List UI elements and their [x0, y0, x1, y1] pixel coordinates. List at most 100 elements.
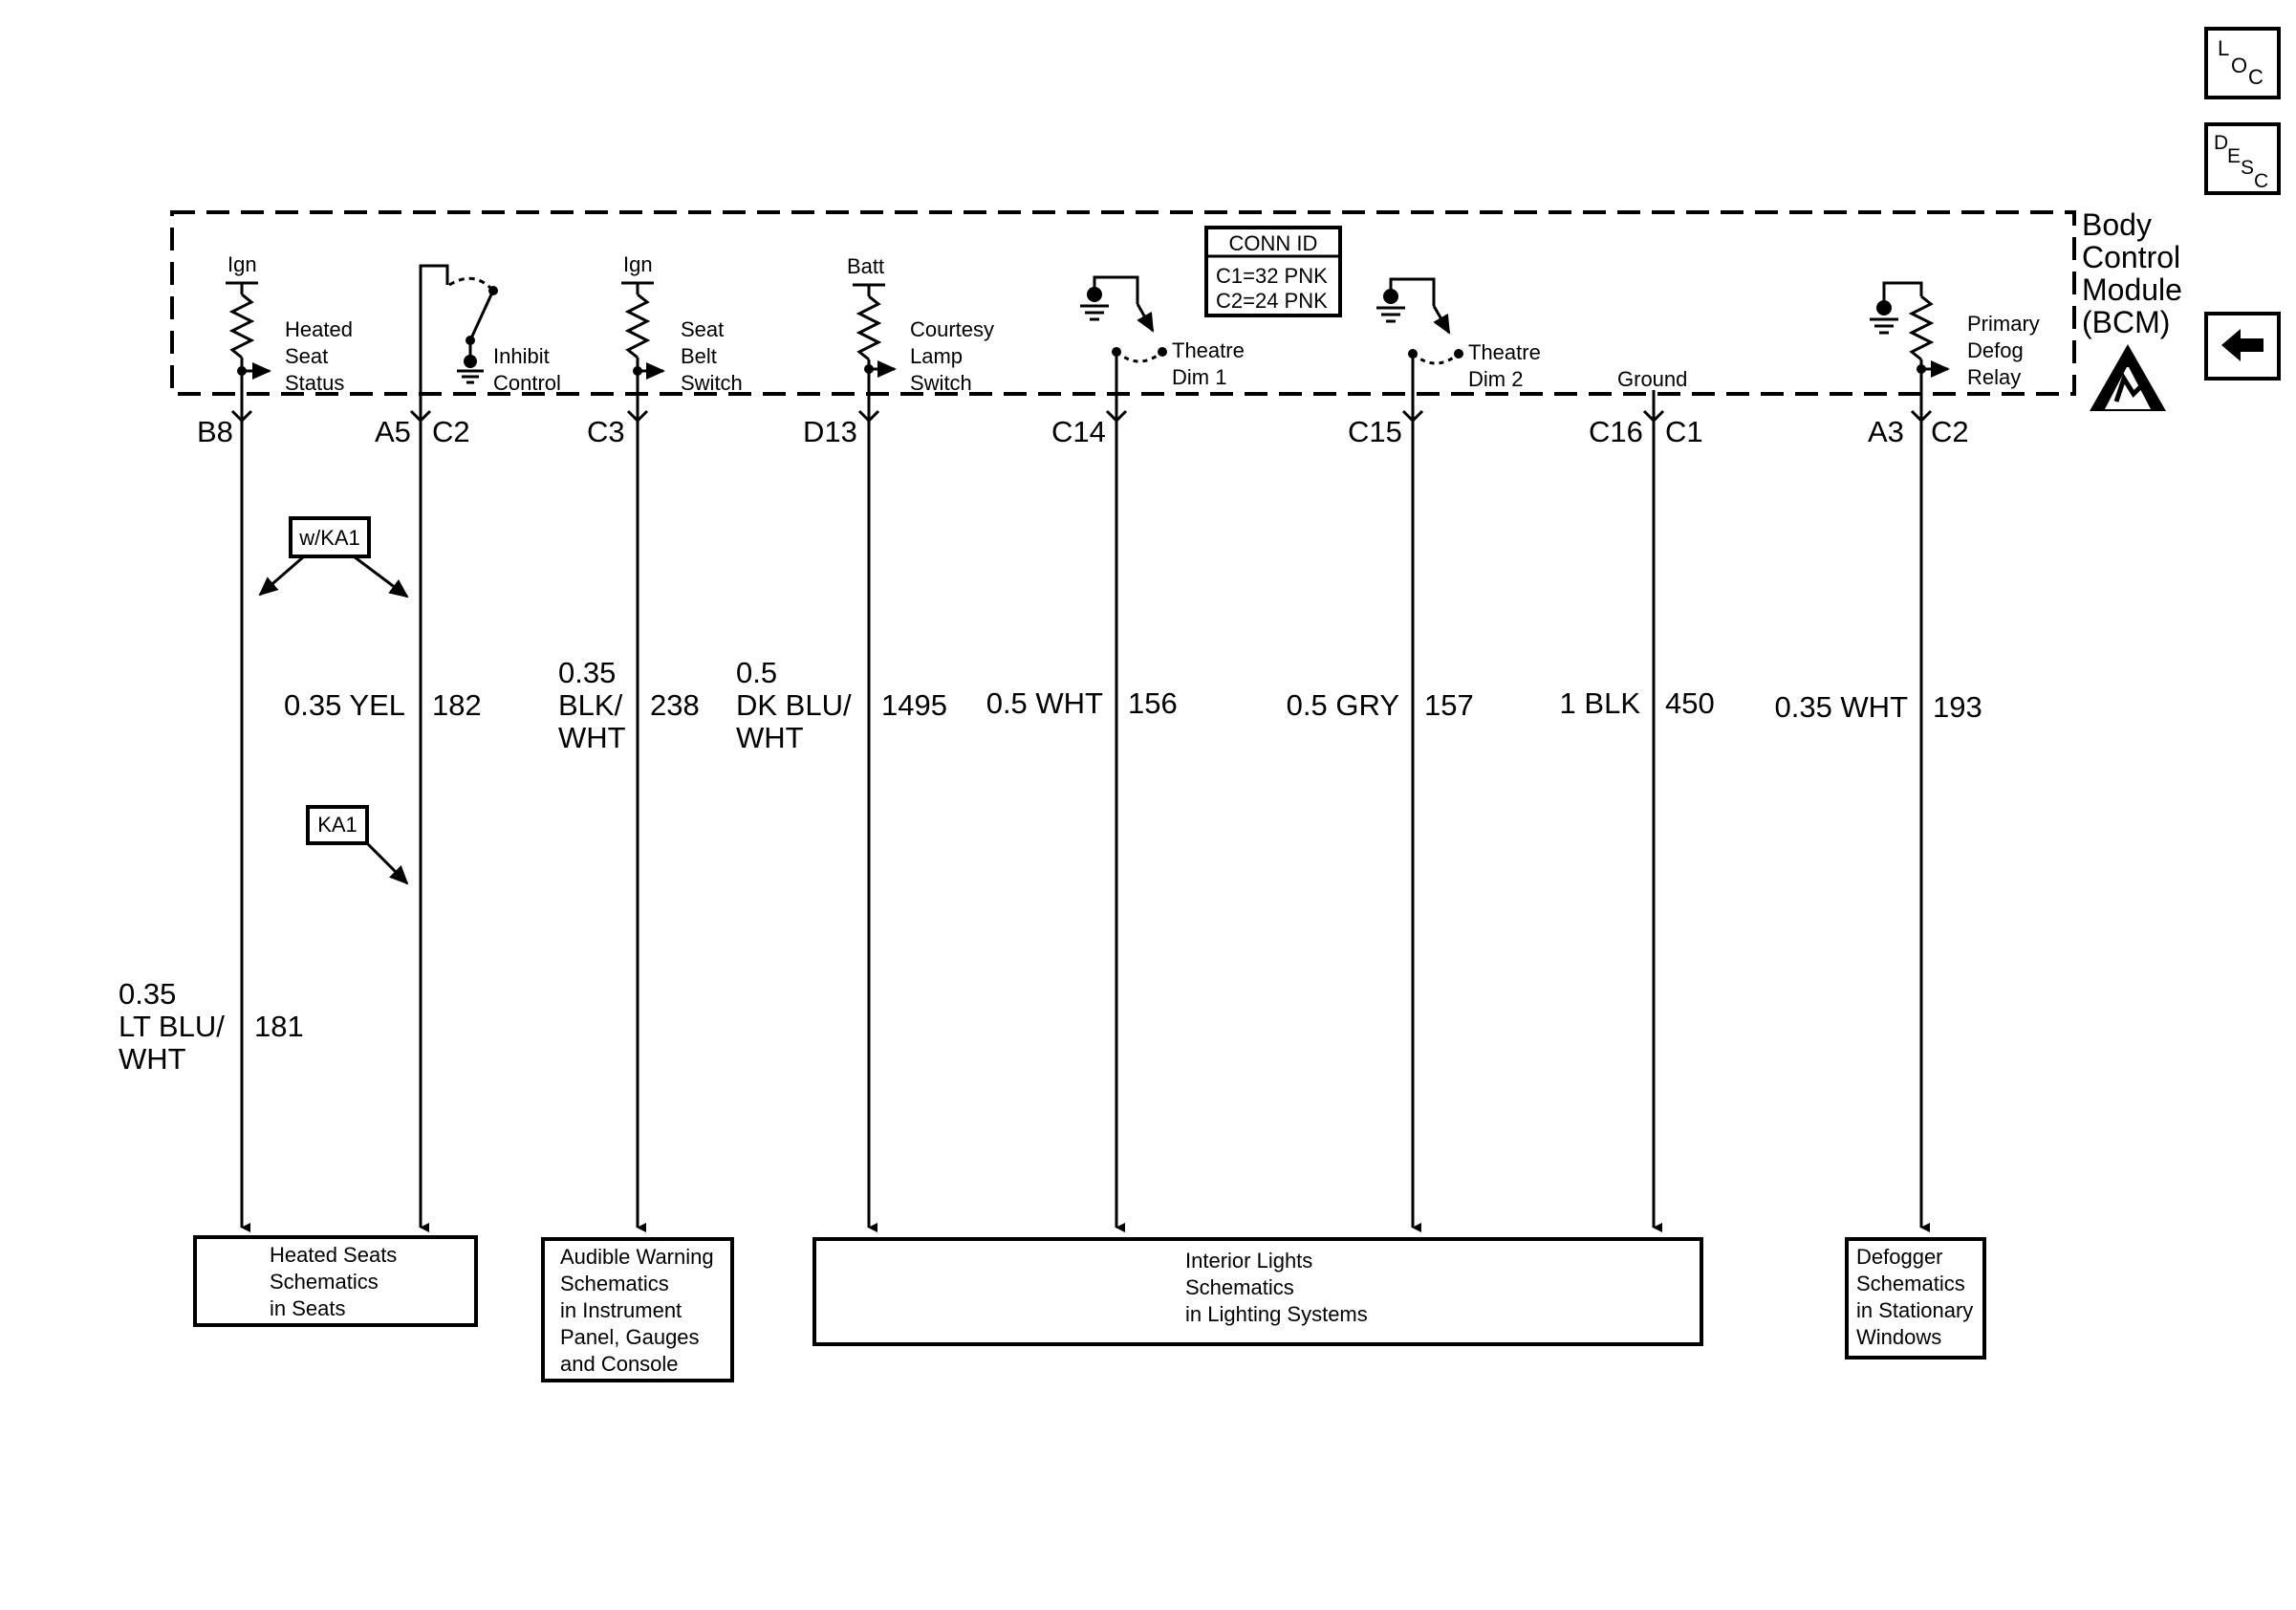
- theatre-dim-1-circuit: Theatre Dim 1: [1080, 275, 1245, 390]
- heated-seat-status-circuit: Ign Heated Seat Status: [226, 252, 353, 395]
- loc-letter-o: O: [2231, 54, 2247, 77]
- defog-label-3: Relay: [1967, 365, 2021, 389]
- wire-238-size: 0.35: [558, 656, 616, 689]
- inhibit-control-circuit: Inhibit Control: [419, 264, 561, 395]
- conn-id-box: CONN ID C1=32 PNK C2=24 PNK: [1204, 226, 1342, 317]
- pin-d13: D13: [803, 415, 857, 448]
- heated-seats-line-1: Heated Seats: [270, 1243, 397, 1267]
- ground-label: Ground: [1617, 367, 1687, 391]
- wire-labels: 0.35 LT BLU/ WHT 181 0.35 YEL 182 0.35 B…: [119, 656, 1982, 1076]
- seat-belt-label-1: Seat: [681, 317, 724, 341]
- defog-label-2: Defog: [1967, 338, 2024, 362]
- theatre-2-label-2: Dim 2: [1468, 367, 1523, 391]
- wire-193-label: 0.35 WHT: [1774, 690, 1908, 724]
- seat-belt-label-3: Switch: [681, 371, 743, 395]
- defog-label-1: Primary: [1967, 312, 2040, 336]
- seat-belt-switch-circuit: Ign Seat Belt Switch: [621, 252, 743, 395]
- pin-c1: C1: [1665, 415, 1703, 448]
- wires: [240, 390, 1930, 1232]
- wire-450-label: 1 BLK: [1560, 686, 1641, 720]
- heated-seats-line-3: in Seats: [270, 1296, 346, 1320]
- inhibit-label-2: Control: [493, 371, 561, 395]
- interior-lights-line-2: Schematics: [1185, 1275, 1294, 1299]
- back-button[interactable]: [2204, 312, 2281, 381]
- primary-defog-relay-circuit: Primary Defog Relay: [1870, 281, 2040, 390]
- courtesy-label-2: Lamp: [910, 344, 963, 368]
- desc-icon: D E S C: [2214, 132, 2268, 191]
- defogger-line-1: Defogger: [1856, 1245, 1943, 1269]
- wire-157-label: 0.5 GRY: [1287, 688, 1399, 722]
- description-view-button[interactable]: D E S C: [2204, 122, 2281, 195]
- location-view-button[interactable]: L O C: [2204, 27, 2281, 99]
- bcm-title-line-1: Body: [2082, 207, 2152, 242]
- wire-181-color-2: WHT: [119, 1042, 186, 1076]
- wire-238-circuit: 238: [650, 688, 700, 722]
- courtesy-label-1: Courtesy: [910, 317, 994, 341]
- courtesy-lamp-switch-circuit: Batt Courtesy Lamp Switch: [847, 254, 994, 395]
- wire-1495-circuit: 1495: [881, 688, 947, 722]
- destination-heated-seats[interactable]: Heated Seats Schematics in Seats: [193, 1235, 478, 1327]
- pin-c2-b: C2: [1931, 415, 1969, 448]
- bcm-title-line-2: Control: [2082, 240, 2180, 274]
- audible-warning-line-1: Audible Warning: [560, 1245, 714, 1269]
- defogger-line-3: in Stationary: [1856, 1298, 1973, 1322]
- pin-c15: C15: [1348, 415, 1402, 448]
- desc-letter-e: E: [2227, 145, 2241, 167]
- conn-id-header: CONN ID: [1229, 231, 1318, 255]
- inhibit-label-1: Inhibit: [493, 344, 550, 368]
- pin-c16: C16: [1589, 415, 1643, 448]
- wire-181-color-1: LT BLU/: [119, 1010, 225, 1043]
- pin-c14: C14: [1051, 415, 1106, 448]
- wire-156-label: 0.5 WHT: [986, 686, 1103, 720]
- desc-letter-c: C: [2254, 170, 2268, 191]
- courtesy-label-3: Switch: [910, 371, 972, 395]
- ka1-option-callout: KA1: [306, 805, 409, 885]
- wire-156-circuit: 156: [1128, 686, 1178, 720]
- wire-238-color-2: WHT: [558, 721, 626, 754]
- wire-450-circuit: 450: [1665, 686, 1715, 720]
- theatre-dim-2-circuit: Theatre Dim 2: [1376, 277, 1541, 391]
- heated-seat-label-3: Status: [285, 371, 344, 395]
- seat-belt-label-2: Belt: [681, 344, 717, 368]
- wire-181-circuit: 181: [254, 1010, 304, 1043]
- pin-a5: A5: [375, 415, 411, 448]
- destination-audible-warning[interactable]: Audible Warning Schematics in Instrument…: [541, 1237, 734, 1382]
- audible-warning-line-4: Panel, Gauges: [560, 1325, 700, 1349]
- wire-181-size: 0.35: [119, 977, 176, 1011]
- pin-c2-a: C2: [432, 415, 470, 448]
- wire-1495-color-1: DK BLU/: [736, 688, 852, 722]
- bcm-title-line-3: Module: [2082, 272, 2182, 307]
- wire-238-color-1: BLK/: [558, 688, 623, 722]
- audible-warning-line-5: and Console: [560, 1352, 679, 1376]
- loc-letter-l: L: [2218, 36, 2229, 60]
- loc-letter-c: C: [2248, 65, 2264, 89]
- wire-1495-size: 0.5: [736, 656, 777, 689]
- bcm-title: Body Control Module (BCM): [2082, 207, 2182, 339]
- batt-label: Batt: [847, 254, 884, 278]
- audible-warning-line-2: Schematics: [560, 1272, 669, 1295]
- esd-warning-icon: [2090, 344, 2166, 411]
- conn-id-line-1: C1=32 PNK: [1216, 264, 1328, 288]
- ka1-label: KA1: [317, 813, 357, 837]
- wire-182-circuit: 182: [432, 688, 482, 722]
- destination-interior-lights[interactable]: Interior Lights Schematics in Lighting S…: [812, 1237, 1703, 1346]
- theatre-1-label-2: Dim 1: [1172, 365, 1226, 389]
- destination-defogger[interactable]: Defogger Schematics in Stationary Window…: [1845, 1237, 1986, 1360]
- pin-b8: B8: [197, 415, 233, 448]
- wire-193-circuit: 193: [1933, 690, 1982, 724]
- wire-182-label: 0.35 YEL: [284, 688, 405, 722]
- wire-1495-color-2: WHT: [736, 721, 804, 754]
- wire-157-circuit: 157: [1424, 688, 1474, 722]
- heated-seats-line-2: Schematics: [270, 1270, 379, 1294]
- desc-letter-s: S: [2241, 157, 2254, 179]
- interior-lights-line-3: in Lighting Systems: [1185, 1302, 1368, 1326]
- w-ka1-label: w/KA1: [298, 526, 360, 550]
- heated-seat-label-2: Seat: [285, 344, 328, 368]
- ign-label-2: Ign: [623, 252, 653, 276]
- pin-c3: C3: [587, 415, 625, 448]
- bcm-title-line-4: (BCM): [2082, 305, 2170, 339]
- theatre-2-label-1: Theatre: [1468, 340, 1541, 364]
- pin-a3: A3: [1868, 415, 1904, 448]
- w-ka1-option-callout: w/KA1: [258, 516, 409, 598]
